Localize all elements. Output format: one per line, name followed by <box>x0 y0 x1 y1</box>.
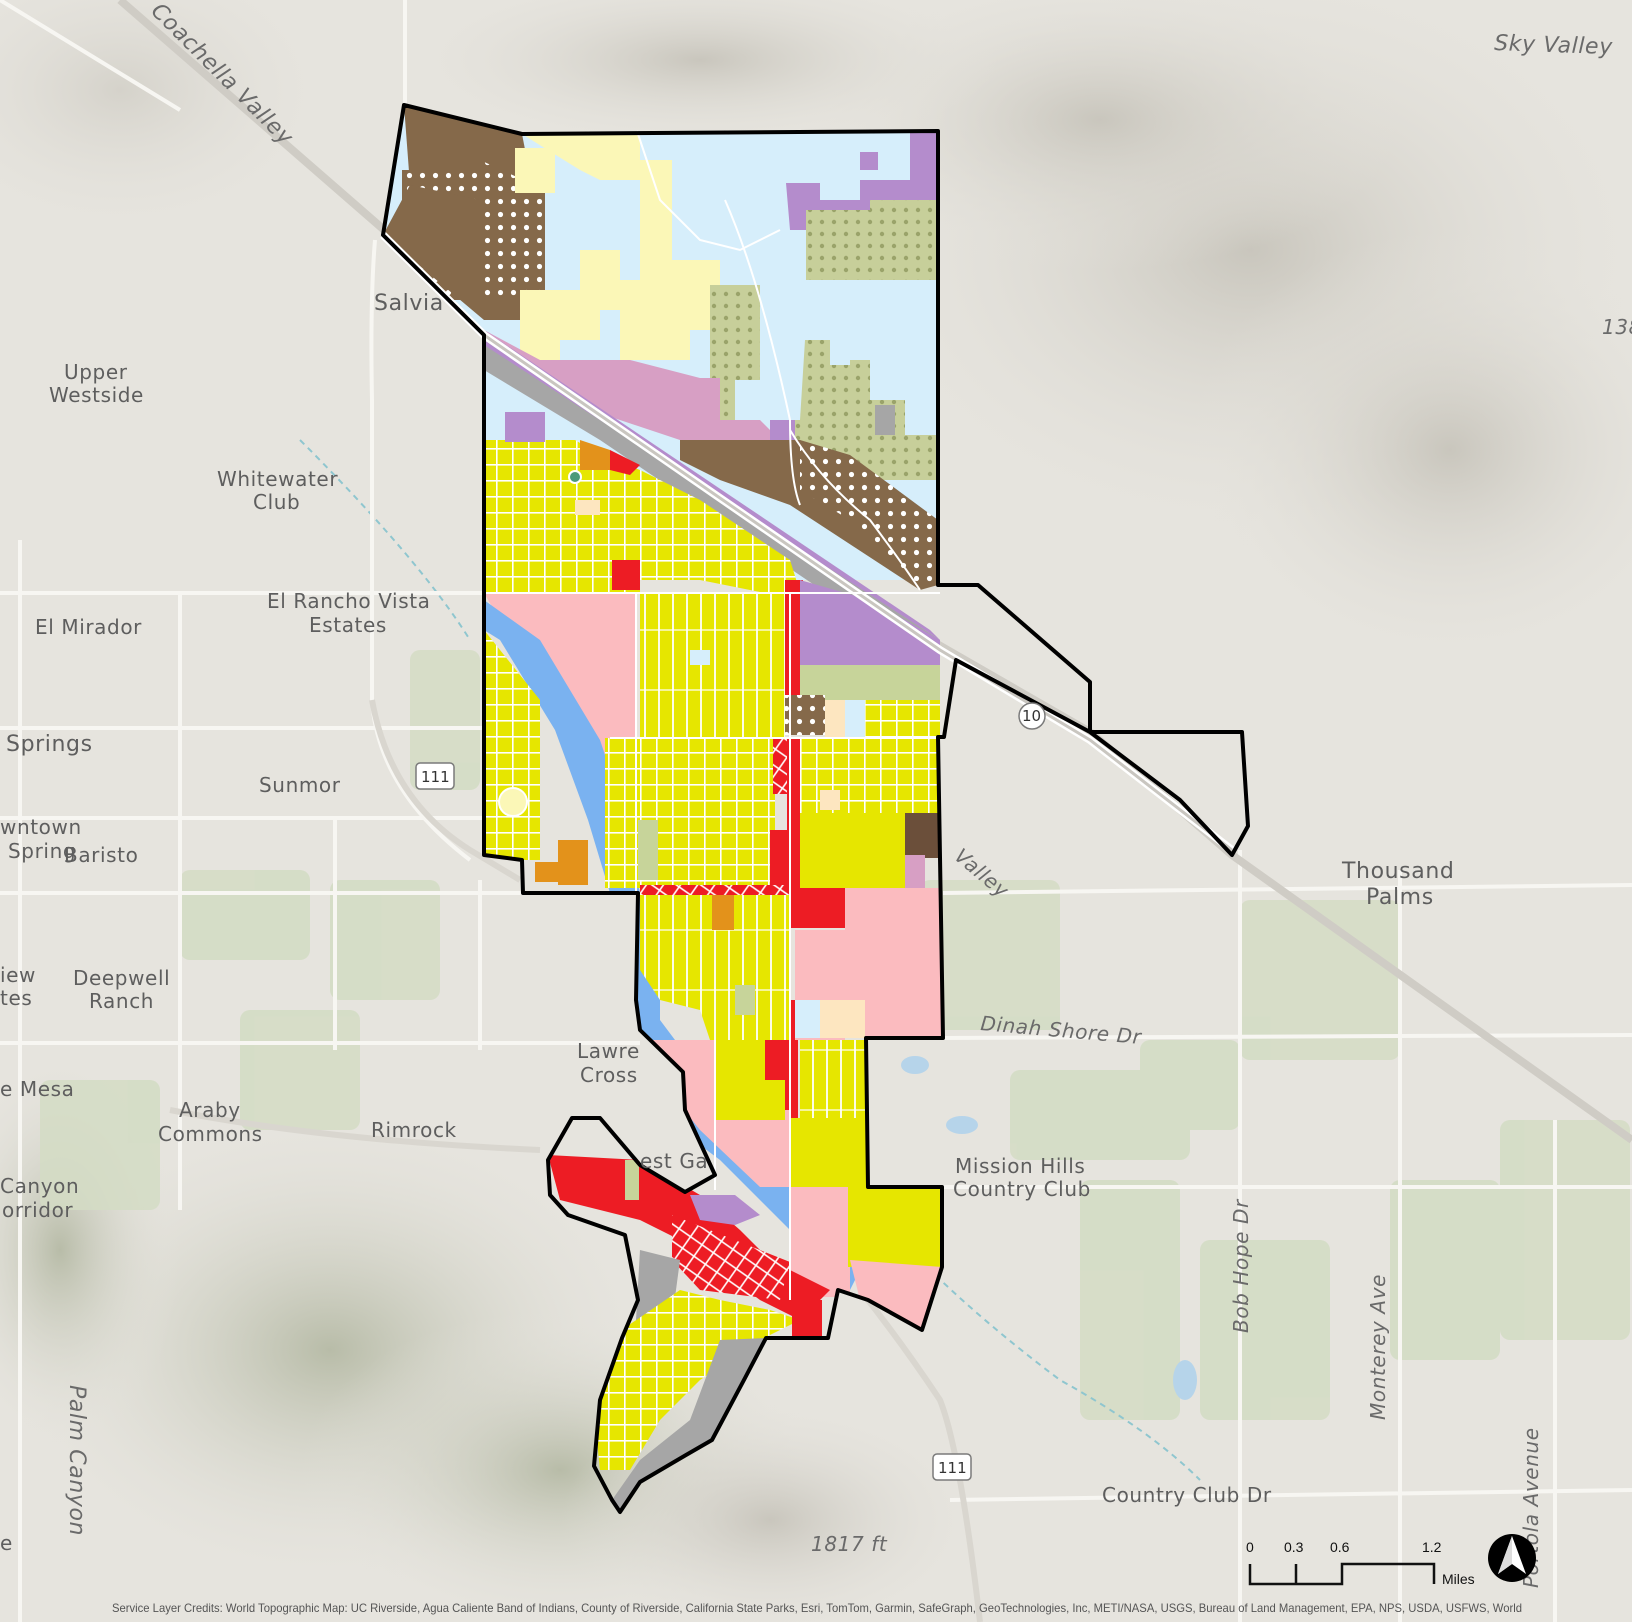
label-araby-1: Araby <box>179 1098 241 1122</box>
scale-unit: Miles <box>1442 1571 1475 1587</box>
label-baristo: Baristo <box>64 843 138 867</box>
label-springs: Springs <box>6 732 93 757</box>
label-edge-e: e <box>0 1531 13 1555</box>
label-el-mirador: El Mirador <box>35 615 142 639</box>
park-marker <box>568 470 582 484</box>
label-whitewater-2: Club <box>253 490 300 514</box>
shield-hwy-10: 10 <box>1018 702 1046 730</box>
scale-tick-1: 0.3 <box>1284 1539 1304 1555</box>
service-layer-credits: Service Layer Credits: World Topographic… <box>112 1601 1522 1615</box>
label-thousand-2: Palms <box>1366 885 1434 910</box>
svg-text:10: 10 <box>1022 707 1041 725</box>
scale-tick-3: 1.2 <box>1422 1539 1442 1555</box>
scale-bar-line <box>1248 1562 1436 1586</box>
label-whitewater-1: Whitewater <box>217 467 338 491</box>
label-canyon-1: Canyon <box>0 1174 79 1198</box>
label-monterey: Monterey Ave <box>1366 1274 1390 1420</box>
label-country-club-dr: Country Club Dr <box>1102 1483 1272 1507</box>
label-upper-westside-1: Upper <box>64 360 128 384</box>
label-palm-canyon: Palm Canyon <box>64 1385 89 1536</box>
label-deepwell-1: Deepwell <box>73 966 170 990</box>
label-mission-hills-1: Mission Hills <box>955 1154 1085 1178</box>
golf-courses <box>40 650 1630 1420</box>
label-elevation: 1817 ft <box>811 1532 888 1556</box>
label-salvia: Salvia <box>374 291 444 316</box>
land-use-zones[interactable] <box>380 100 950 1512</box>
label-view-2: tes <box>0 986 32 1010</box>
label-el-rancho-1: El Rancho Vista <box>267 589 431 613</box>
label-canyon-2: orridor <box>2 1198 73 1222</box>
highway-111-route <box>169 699 983 1622</box>
water-features <box>901 1056 1197 1400</box>
city-boundary[interactable] <box>381 103 1250 1514</box>
north-arrow-icon <box>1488 1534 1536 1582</box>
label-west-gate: est Ga <box>640 1149 708 1173</box>
label-bob-hope: Bob Hope Dr <box>1229 1198 1253 1333</box>
highway-shields: 111 111 10 <box>415 702 1046 1481</box>
whitewater-wash <box>299 439 1201 1481</box>
label-araby-2: Commons <box>158 1122 263 1146</box>
label-downtown-2: Spring <box>8 839 76 863</box>
label-sky-valley: Sky Valley <box>1494 31 1614 60</box>
label-lawrence-1: Lawre <box>577 1039 640 1063</box>
label-view-1: iew <box>0 963 36 987</box>
svg-text:111: 111 <box>938 1459 967 1477</box>
shield-hwy-111-north: 111 <box>415 762 455 790</box>
shield-hwy-111-south: 111 <box>932 1453 972 1481</box>
label-deepwell-2: Ranch <box>89 989 154 1013</box>
label-thousand-1: Thousand <box>1341 859 1454 884</box>
label-downtown-1: wntown <box>0 815 82 839</box>
label-mission-hills-2: Country Club <box>953 1177 1091 1201</box>
scale-tick-0: 0 <box>1246 1539 1254 1555</box>
label-rimrock: Rimrock <box>371 1118 457 1142</box>
label-upper-westside-2: Westside <box>49 383 144 407</box>
label-el-rancho-2: Estates <box>309 613 387 637</box>
scale-tick-2: 0.6 <box>1330 1539 1350 1555</box>
label-mesa: e Mesa <box>0 1077 75 1101</box>
local-streets <box>484 130 940 1300</box>
label-sunmor: Sunmor <box>259 773 341 797</box>
label-edge-138: 138 <box>1602 315 1632 339</box>
svg-text:111: 111 <box>421 768 450 786</box>
scale-bar: 0 0.3 0.6 1.2 Miles <box>1246 1539 1475 1587</box>
label-lawrence-2: Cross <box>580 1063 638 1087</box>
